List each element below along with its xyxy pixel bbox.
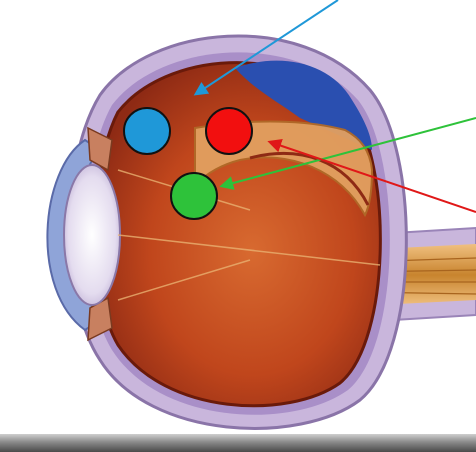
bottom-shadow-bar [0,434,476,452]
blue-marker[interactable] [124,108,170,154]
lens [64,165,120,305]
green-marker[interactable] [171,173,217,219]
red-marker[interactable] [206,108,252,154]
